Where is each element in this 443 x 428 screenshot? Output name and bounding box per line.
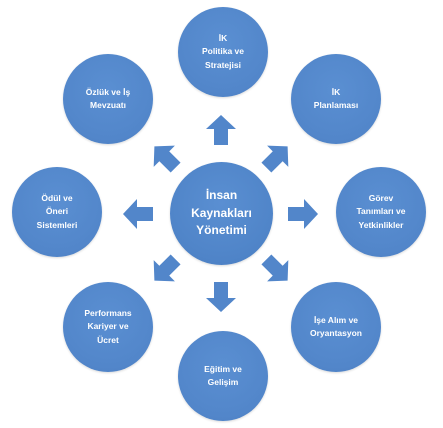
node-recruitment-orientation-label: İşe Alım ve Oryantasyon (310, 314, 362, 338)
arrow-up-left-icon (148, 140, 182, 174)
arrow-up-right-icon (260, 140, 294, 174)
node-training-development-label: Eğitim ve Gelişim (204, 363, 242, 387)
arrow-right-icon (286, 197, 320, 231)
center-node-label: İnsan Kaynakları Yönetimi (191, 188, 252, 238)
node-training-development: Eğitim ve Gelişim (178, 331, 268, 421)
node-reward-suggestion-label: Ödül ve Öneri Sistemleri (36, 193, 78, 230)
arrow-down-left-icon (148, 253, 182, 287)
node-performance-career-pay: Performans Kariyer ve Ücret (63, 282, 153, 372)
node-personnel-legislation: Özlük ve İş Mevzuatı (63, 54, 153, 144)
node-reward-suggestion: Ödül ve Öneri Sistemleri (12, 167, 102, 257)
center-node: İnsan Kaynakları Yönetimi (170, 162, 273, 265)
arrow-down-icon (204, 280, 238, 314)
arrow-up-icon (204, 113, 238, 147)
node-recruitment-orientation: İşe Alım ve Oryantasyon (291, 282, 381, 372)
node-hr-planning-label: İK Planlaması (313, 86, 359, 110)
node-job-descriptions-label: Görev Tanımları ve Yetkinlikler (356, 193, 406, 230)
node-hr-planning: İK Planlaması (291, 54, 381, 144)
node-performance-career-pay-label: Performans Kariyer ve Ücret (84, 308, 132, 345)
node-hr-policy-strategy-label: İK Politika ve Stratejisi (201, 33, 245, 70)
node-hr-policy-strategy: İK Politika ve Stratejisi (178, 7, 268, 97)
node-job-descriptions: Görev Tanımları ve Yetkinlikler (336, 167, 426, 257)
node-personnel-legislation-label: Özlük ve İş Mevzuatı (85, 86, 131, 110)
arrow-left-icon (121, 197, 155, 231)
arrow-down-right-icon (260, 253, 294, 287)
